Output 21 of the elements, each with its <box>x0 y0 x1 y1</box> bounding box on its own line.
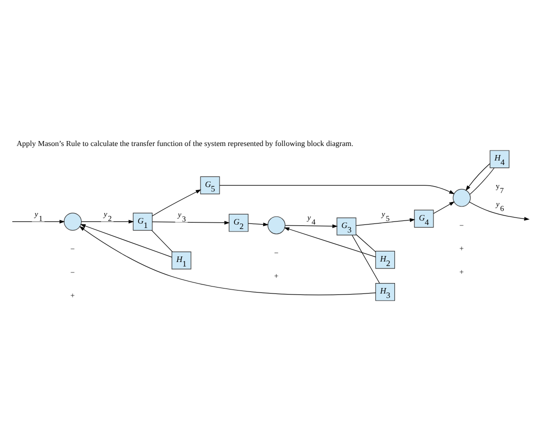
arrow <box>284 224 338 228</box>
connector <box>469 168 494 195</box>
arrow <box>284 227 376 258</box>
arrow <box>152 220 230 225</box>
node-circle <box>452 188 471 207</box>
arrow <box>469 202 530 221</box>
arrow <box>433 202 455 214</box>
connector <box>152 230 173 252</box>
arrow <box>356 218 416 226</box>
arrow <box>81 220 134 224</box>
node-circle <box>268 216 286 234</box>
arrow <box>79 226 376 296</box>
connector <box>352 235 380 284</box>
arrow <box>466 163 490 191</box>
arrow <box>12 220 65 224</box>
connector <box>356 234 376 252</box>
arrow <box>152 189 202 216</box>
arrow <box>219 185 455 194</box>
node-circle <box>64 212 82 231</box>
arrow <box>80 224 172 258</box>
arrow <box>248 222 269 226</box>
